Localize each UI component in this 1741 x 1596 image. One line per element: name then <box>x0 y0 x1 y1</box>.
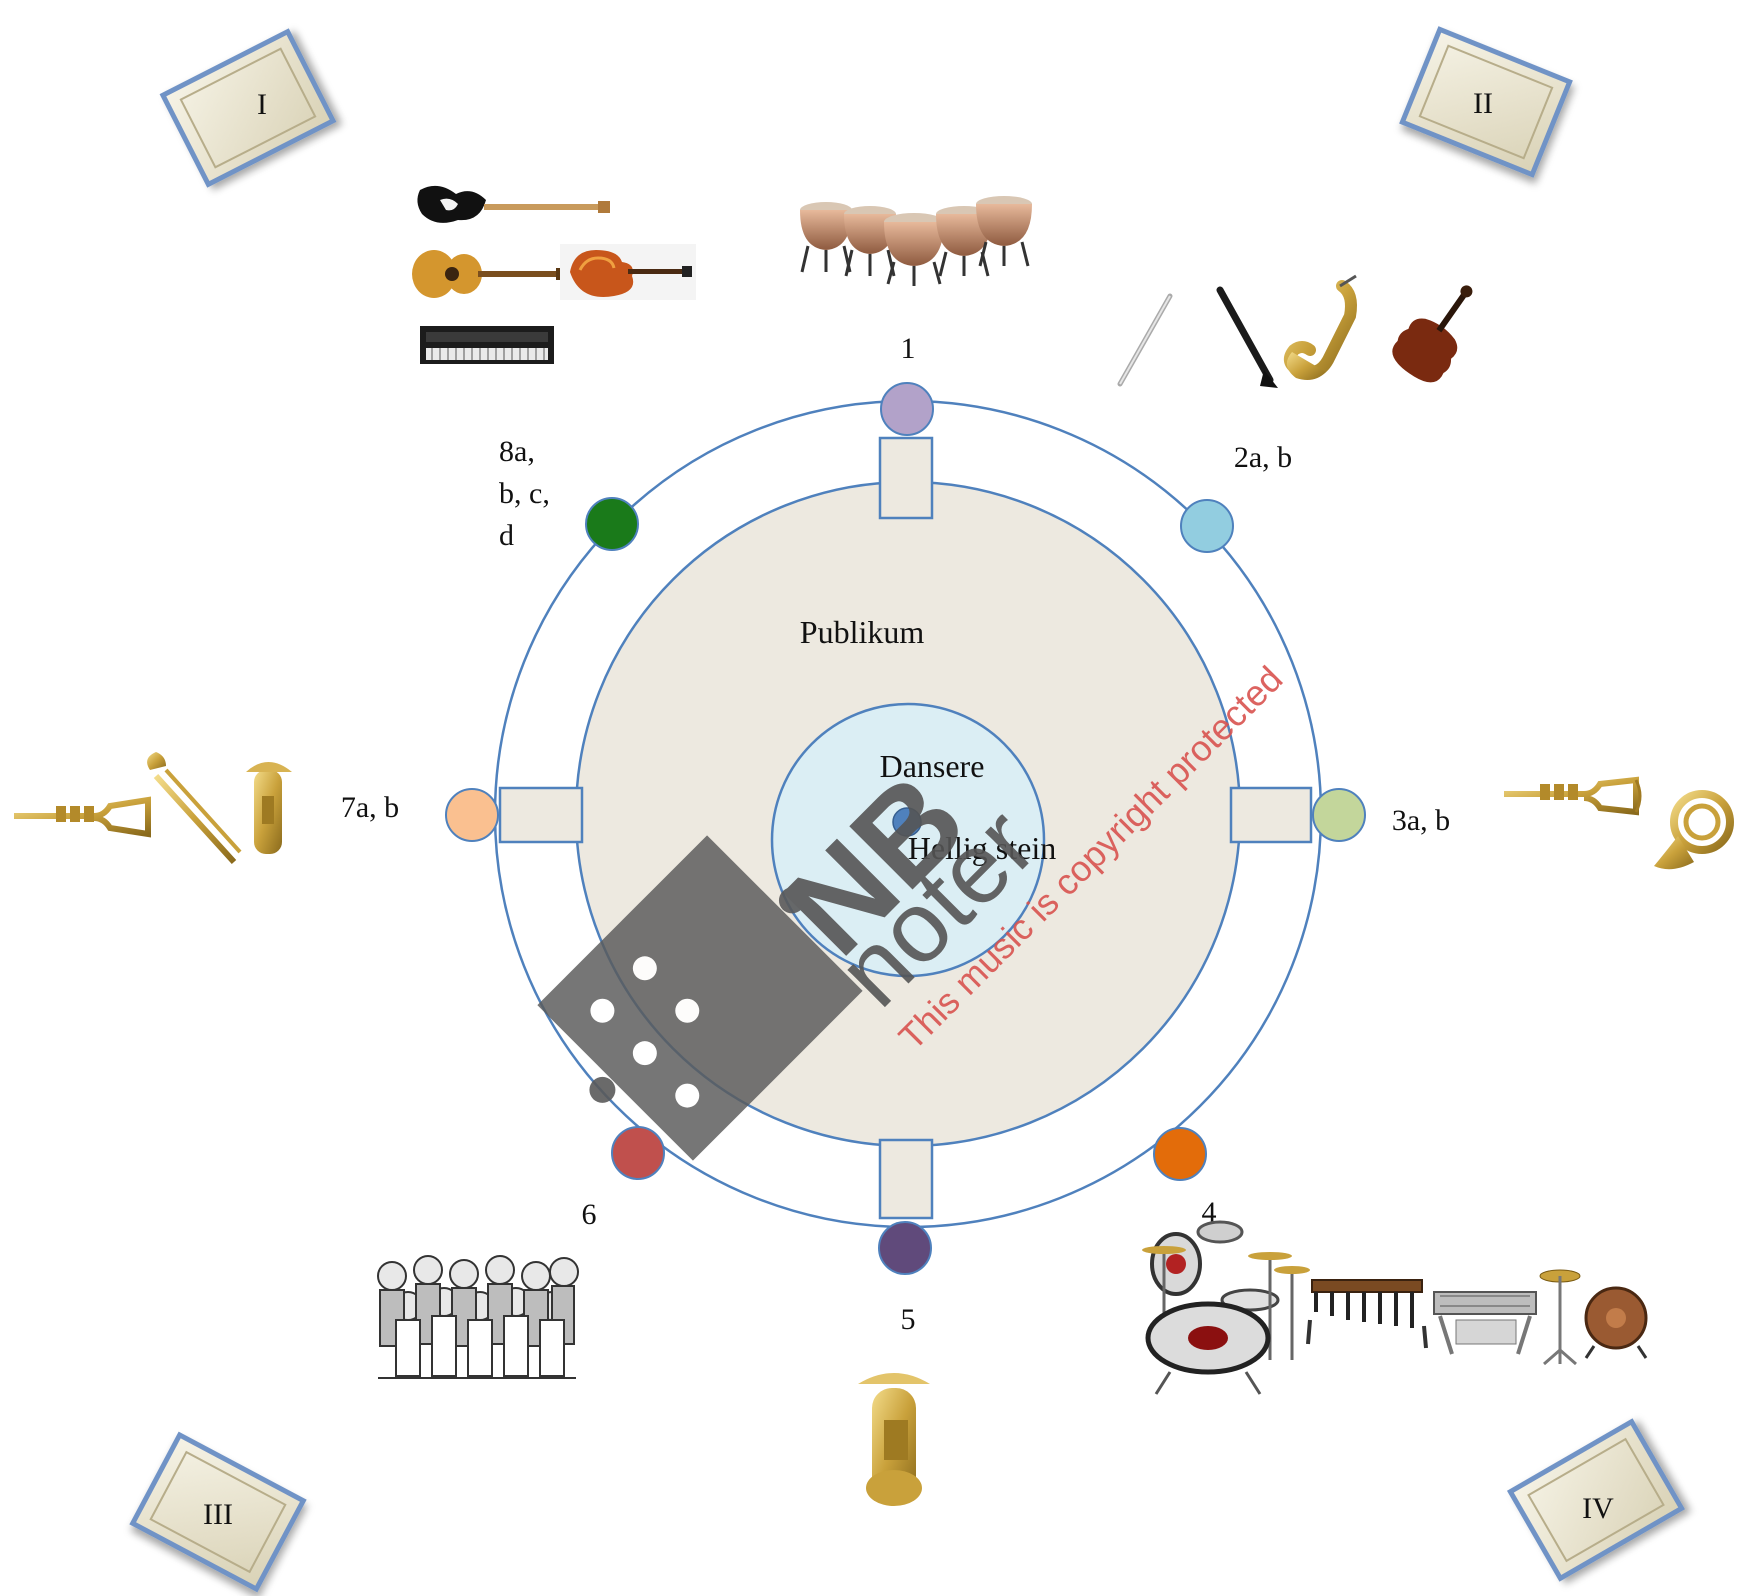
station-4-label: 4 <box>1202 1196 1217 1229</box>
bass-guitar-icon <box>417 185 610 223</box>
station-1-label: 1 <box>901 332 916 365</box>
station-3-marker <box>1312 788 1366 842</box>
station-8-marker <box>585 497 639 551</box>
trumpet-icon <box>14 796 151 838</box>
saxophone-icon <box>1283 274 1357 380</box>
corner-frame-IV <box>1506 1418 1686 1582</box>
trumpet-icon <box>1504 776 1642 816</box>
station-8-label-line3: d <box>499 519 514 552</box>
choir-icon <box>377 1255 579 1379</box>
vibraphone-icon <box>1433 1291 1537 1355</box>
station-4-marker <box>1153 1127 1207 1181</box>
tuba-icon <box>858 1373 930 1506</box>
dancers-label: Dansere <box>880 748 985 784</box>
clarinet-icon <box>1216 286 1278 388</box>
station-6-label: 6 <box>582 1198 597 1231</box>
cymbal-icon <box>1539 1269 1581 1366</box>
violin-icon <box>1392 285 1473 383</box>
flute-icon <box>1117 293 1173 387</box>
keyboard-icon <box>420 326 554 364</box>
electric-guitar-icon <box>560 244 696 300</box>
french-horn-icon <box>1654 790 1734 870</box>
station-2-label: 2a, b <box>1234 441 1292 474</box>
timpani-icon <box>800 196 1032 286</box>
station-1-marker <box>880 382 934 436</box>
gong-icon <box>1584 1286 1648 1359</box>
station-5-marker <box>878 1221 932 1275</box>
gate-right <box>1229 786 1313 844</box>
drum-kit-icon <box>1142 1220 1310 1395</box>
watermark-logo <box>537 835 863 1161</box>
corner-frame-III <box>129 1431 307 1593</box>
corner-label-I: I <box>257 88 267 121</box>
corner-frame-I <box>159 28 337 188</box>
gate-left <box>498 786 584 844</box>
audience-label: Publikum <box>800 614 925 650</box>
marimba-icon <box>1306 1279 1428 1349</box>
holy-stone <box>892 807 922 837</box>
holy-stone-label: Hellig stein <box>908 830 1056 866</box>
station-8-label-line1: 8a, <box>499 435 535 468</box>
gate-top <box>878 436 934 520</box>
station-7-marker <box>445 788 499 842</box>
tuba-icon <box>246 762 292 854</box>
gate-bottom <box>878 1138 934 1220</box>
station-6-marker <box>611 1126 665 1180</box>
corner-label-II: II <box>1473 87 1493 120</box>
station-5-label: 5 <box>901 1303 916 1336</box>
acoustic-guitar-icon <box>412 250 570 298</box>
dancers-area <box>770 702 1046 978</box>
station-7-label: 7a, b <box>341 791 399 824</box>
corner-label-IV: IV <box>1582 1492 1614 1525</box>
station-2-marker <box>1180 499 1234 553</box>
station-8-label-line2: b, c, <box>499 477 550 510</box>
trombone-icon <box>147 752 242 865</box>
corner-frame-II <box>1399 26 1573 178</box>
station-3-label: 3a, b <box>1392 804 1450 837</box>
corner-label-III: III <box>203 1498 233 1531</box>
